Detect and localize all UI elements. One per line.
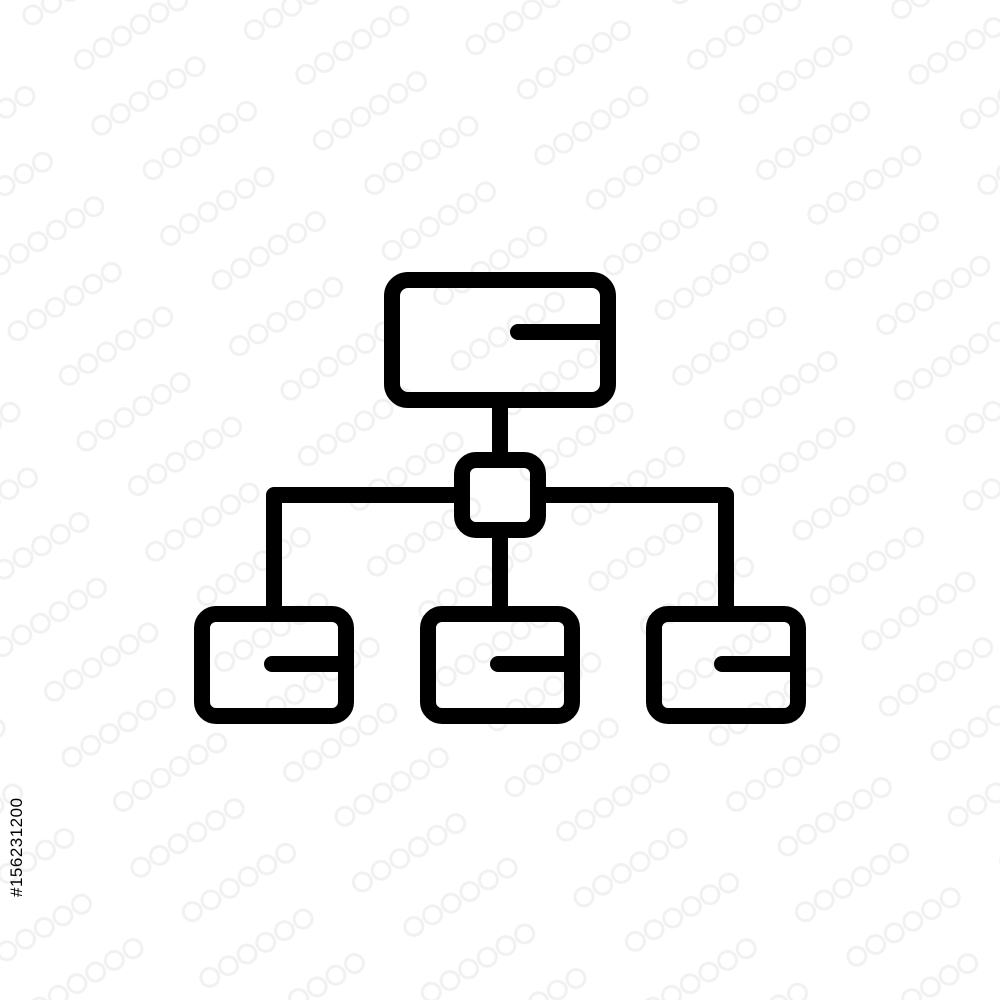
rectangle-node-icon xyxy=(384,272,616,408)
connector-hub-to-left-child xyxy=(266,487,470,622)
child-node-left xyxy=(194,606,354,724)
square-junction-icon xyxy=(454,452,546,538)
root-node xyxy=(384,272,616,408)
child-node-middle xyxy=(420,606,580,724)
stock-image-id: #156231200 xyxy=(7,797,26,897)
child-node-right xyxy=(646,606,806,724)
connector-hub-to-right-child xyxy=(532,487,734,622)
